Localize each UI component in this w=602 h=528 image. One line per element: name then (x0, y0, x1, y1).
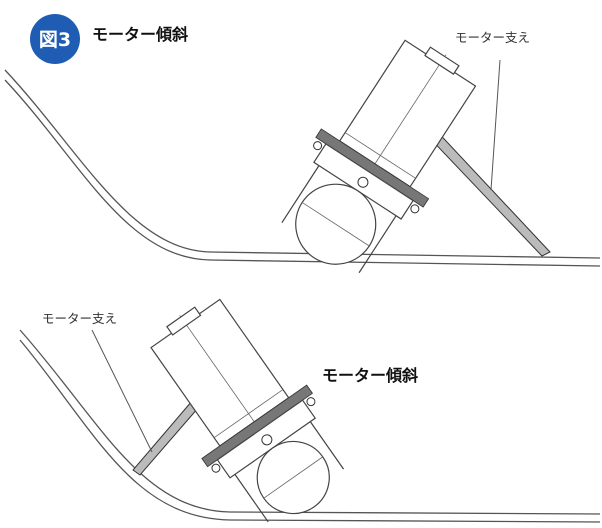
motor-cap-top (424, 46, 460, 75)
bolt-right-bottom (306, 397, 316, 407)
clamp-rail-left-top (281, 165, 320, 223)
support-leader-bottom (91, 329, 153, 453)
pipe-cross-h-top (301, 202, 370, 247)
figure-title: モーター傾斜 (92, 25, 188, 44)
bolt-center-bottom (261, 434, 273, 446)
bolt-center-top (357, 176, 369, 188)
bottom-view: モーター支え モーター傾斜 (19, 298, 601, 523)
clamp-rail-right-bottom (309, 421, 345, 470)
figure-number: 図3 (39, 29, 71, 51)
bolt-left-bottom (211, 463, 221, 473)
bolt-right-top (410, 204, 420, 214)
motor-cap-bottom (166, 306, 202, 336)
motor-assembly-top (281, 39, 477, 274)
top-view: モーター支え (4, 30, 601, 274)
figure-badge (30, 14, 80, 64)
pipe-cross-h-bottom (263, 456, 323, 499)
hull-line-bottom (19, 329, 601, 515)
clamp-rail-right-top (358, 215, 397, 274)
motor-support-strut-top (423, 125, 551, 257)
tilt-label-bottom: モーター傾斜 (322, 366, 418, 385)
hull-line-top-inner (4, 79, 601, 267)
hull-line-bottom-inner (19, 339, 601, 523)
clamp-rail-left-bottom (234, 474, 269, 523)
hull-line-top (4, 69, 601, 259)
support-label-bottom: モーター支え (42, 311, 117, 326)
motor-assembly-bottom (150, 298, 345, 523)
support-leader-top (490, 59, 501, 191)
bolt-left-top (313, 141, 323, 151)
support-label-top: モーター支え (455, 30, 530, 45)
figure-header: 図3 モーター傾斜 (30, 14, 188, 64)
